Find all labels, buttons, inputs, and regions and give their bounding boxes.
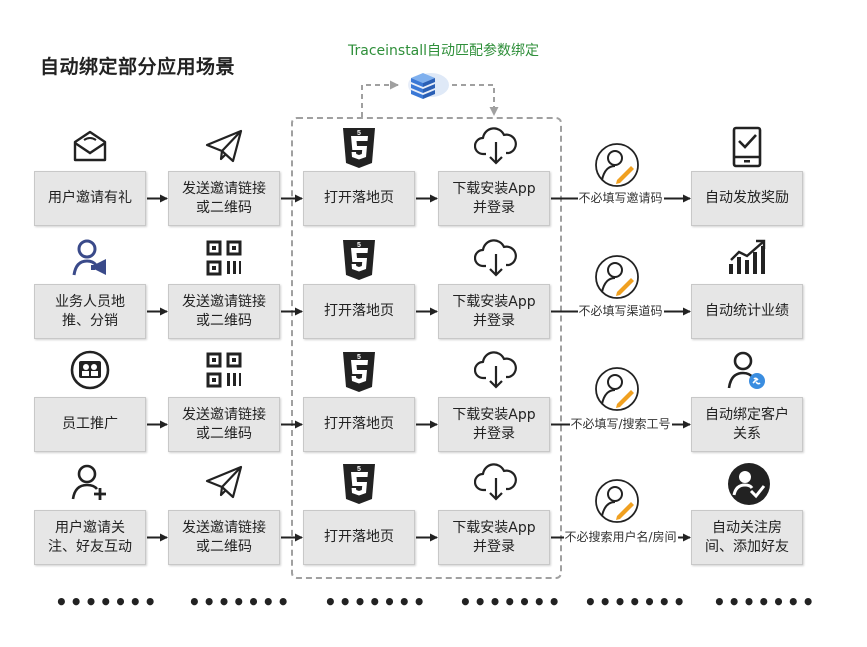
employee-badge-icon <box>70 350 110 390</box>
share-box: 发送邀请链接 或二维码 <box>168 284 280 339</box>
continuation-dots: ••••••• <box>55 590 159 614</box>
brand-caption: Traceinstall自动匹配参数绑定 <box>348 43 540 59</box>
qr-code-icon <box>204 238 244 278</box>
auto-match-region <box>291 117 562 579</box>
qr-code-icon <box>204 350 244 390</box>
cloud-database-icon <box>408 73 449 99</box>
svg-text:5: 5 <box>357 354 361 361</box>
svg-text:5: 5 <box>357 130 361 137</box>
continuation-dots: ••••••• <box>459 590 563 614</box>
landing-page-box: 打开落地页 <box>303 510 415 565</box>
share-box: 发送邀请链接 或二维码 <box>168 510 280 565</box>
user-edit-icon <box>594 478 640 524</box>
continuation-dots: ••••••• <box>324 590 428 614</box>
cloud-download-icon <box>473 462 517 502</box>
user-edit-icon <box>594 142 640 188</box>
scenario-box: 用户邀请有礼 <box>34 171 146 226</box>
html5-icon: 5 <box>339 126 379 168</box>
install-box: 下载安装App 并登录 <box>438 284 550 339</box>
continuation-dots: ••••••• <box>584 590 688 614</box>
install-box: 下载安装App 并登录 <box>438 510 550 565</box>
salesperson-megaphone-icon <box>70 238 110 278</box>
install-box: 下载安装App 并登录 <box>438 397 550 452</box>
phone-check-icon <box>727 126 767 168</box>
install-box: 下载安装App 并登录 <box>438 171 550 226</box>
landing-page-box: 打开落地页 <box>303 284 415 339</box>
svg-text:5: 5 <box>357 242 361 249</box>
paper-plane-icon <box>204 126 244 166</box>
condition-label: 不必填写邀请码 <box>577 190 664 205</box>
html5-icon: 5 <box>339 462 379 504</box>
cloud-download-icon <box>473 126 517 166</box>
user-edit-icon <box>594 254 640 300</box>
condition-label: 不必填写渠道码 <box>577 303 664 318</box>
landing-page-box: 打开落地页 <box>303 171 415 226</box>
result-box: 自动统计业绩 <box>691 284 803 339</box>
continuation-dots: ••••••• <box>188 590 292 614</box>
share-box: 发送邀请链接 或二维码 <box>168 171 280 226</box>
condition-label: 不必填写/搜索工号 <box>569 416 672 431</box>
result-box: 自动绑定客户 关系 <box>691 397 803 452</box>
html5-icon: 5 <box>339 238 379 280</box>
scenario-box: 业务人员地 推、分销 <box>34 284 146 339</box>
share-box: 发送邀请链接 或二维码 <box>168 397 280 452</box>
user-check-icon <box>727 462 770 505</box>
result-box: 自动发放奖励 <box>691 171 803 226</box>
scenario-box: 用户邀请关 注、好友互动 <box>34 510 146 565</box>
user-add-icon <box>70 462 110 502</box>
user-edit-icon <box>594 366 640 412</box>
cloud-download-icon <box>473 238 517 278</box>
html5-icon: 5 <box>339 350 379 392</box>
scenario-box: 员工推广 <box>34 397 146 452</box>
condition-label: 不必搜索用户名/房间 <box>563 529 678 544</box>
page-title: 自动绑定部分应用场景 <box>40 56 236 78</box>
bar-chart-up-icon <box>727 238 767 278</box>
cloud-download-icon <box>473 350 517 390</box>
paper-plane-icon <box>204 462 244 502</box>
svg-text:5: 5 <box>357 466 361 473</box>
result-box: 自动关注房 间、添加好友 <box>691 510 803 565</box>
envelope-icon <box>70 126 110 166</box>
landing-page-box: 打开落地页 <box>303 397 415 452</box>
continuation-dots: ••••••• <box>713 590 817 614</box>
user-link-icon <box>727 350 767 390</box>
